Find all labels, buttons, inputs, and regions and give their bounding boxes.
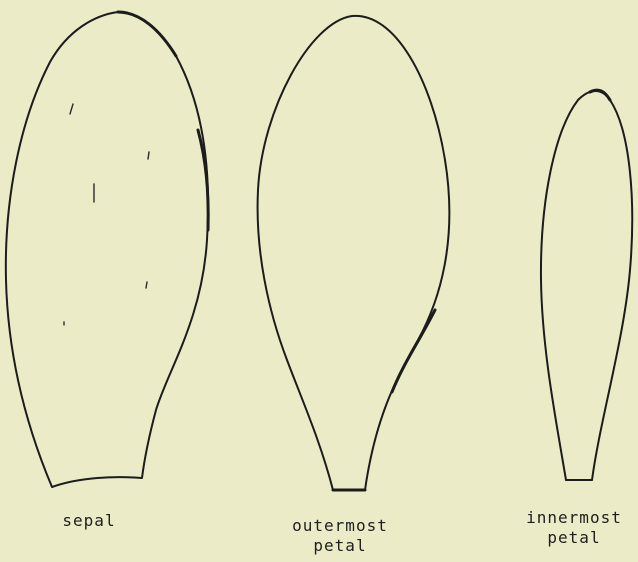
- innermost-petal-outline: [541, 91, 632, 480]
- sepal-rim-accent: [118, 12, 176, 56]
- sepal-fleck: [146, 282, 147, 288]
- sepal-fleck: [70, 104, 73, 114]
- outermost-petal-label: outermost petal: [280, 516, 400, 556]
- outermost-petal-figure: [258, 16, 450, 490]
- innermost-petal-figure: [541, 90, 632, 480]
- innermost-petal-label: innermost petal: [512, 508, 636, 548]
- outermost-petal-label-line2: petal: [280, 536, 400, 556]
- sepal-outline: [6, 12, 208, 487]
- sepal-fleck: [148, 152, 149, 159]
- outermost-petal-label-line1: outermost: [280, 516, 400, 536]
- outermost-petal-rim-accent: [392, 310, 435, 392]
- sepal-figure: [6, 12, 208, 487]
- innermost-petal-tip-accent: [590, 90, 610, 100]
- sepal-label-line: sepal: [59, 511, 119, 531]
- sepal-label: sepal: [59, 511, 119, 531]
- innermost-petal-label-line1: innermost: [512, 508, 636, 528]
- outermost-petal-outline: [258, 16, 450, 490]
- innermost-petal-label-line2: petal: [512, 528, 636, 548]
